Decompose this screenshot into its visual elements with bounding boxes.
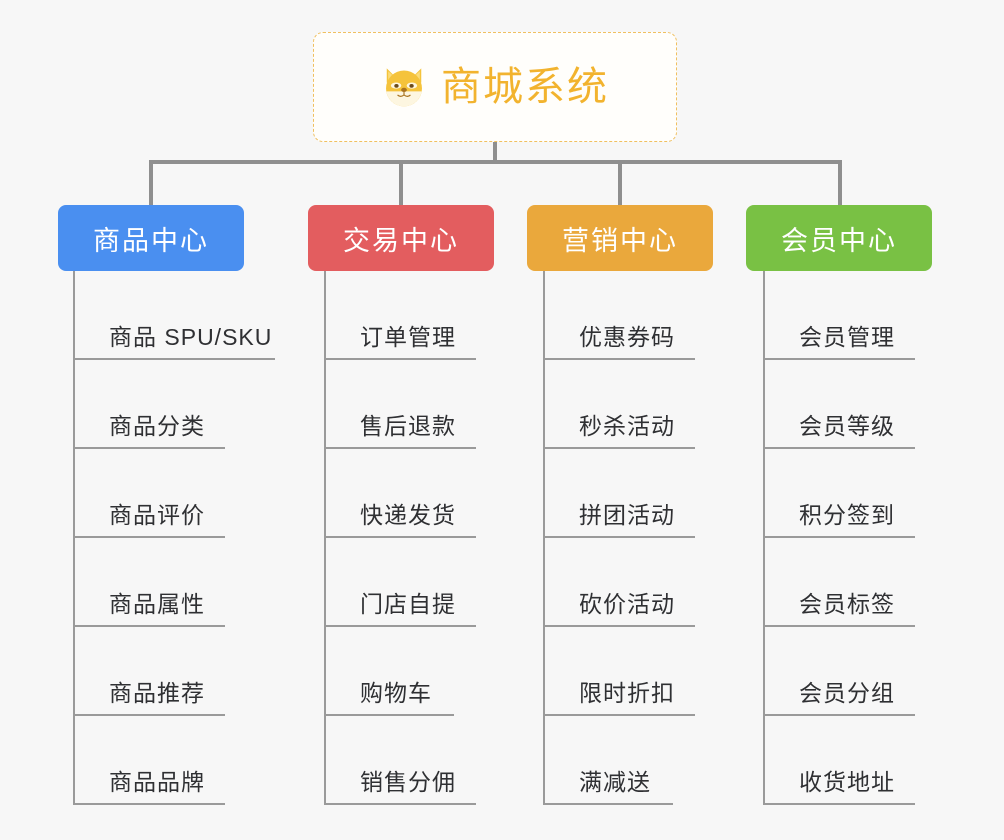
drop-connector-1: [149, 160, 153, 205]
category-box-2[interactable]: 交易中心: [308, 205, 494, 271]
leaf-item[interactable]: 收货地址: [763, 716, 915, 805]
drop-connector-2: [399, 160, 403, 205]
leaf-label: 拼团活动: [579, 502, 675, 528]
leaf-item[interactable]: 秒杀活动: [543, 360, 695, 449]
leaf-item[interactable]: 优惠券码: [543, 271, 695, 360]
leaf-item[interactable]: 砍价活动: [543, 538, 695, 627]
leaf-item[interactable]: 商品属性: [73, 538, 225, 627]
leaf-item[interactable]: 门店自提: [324, 538, 476, 627]
leaf-item[interactable]: 商品推荐: [73, 627, 225, 716]
leaf-label: 门店自提: [360, 591, 456, 617]
leaf-item[interactable]: 商品品牌: [73, 716, 225, 805]
leaf-item[interactable]: 商品 SPU/SKU: [73, 271, 275, 360]
leaf-label: 砍价活动: [579, 591, 675, 617]
leaf-item[interactable]: 售后退款: [324, 360, 476, 449]
leaf-label: 积分签到: [799, 502, 895, 528]
category-label: 营销中心: [562, 225, 678, 256]
leaf-label: 购物车: [360, 680, 432, 706]
drop-connector-3: [618, 160, 622, 205]
root-node[interactable]: 商城系统: [313, 32, 677, 142]
leaf-label: 商品属性: [109, 591, 205, 617]
root-stem-connector: [493, 142, 497, 164]
leaf-label: 快递发货: [360, 502, 456, 528]
column-spine: [73, 271, 75, 805]
leaf-label: 销售分佣: [360, 769, 456, 795]
leaf-item[interactable]: 会员管理: [763, 271, 915, 360]
leaf-label: 商品推荐: [109, 680, 205, 706]
category-label: 交易中心: [343, 225, 459, 256]
leaf-item[interactable]: 销售分佣: [324, 716, 476, 805]
leaf-label: 收货地址: [799, 769, 895, 795]
leaf-item[interactable]: 会员分组: [763, 627, 915, 716]
leaf-item[interactable]: 限时折扣: [543, 627, 695, 716]
leaf-label: 商品 SPU/SKU: [109, 324, 273, 350]
leaf-label: 商品分类: [109, 413, 205, 439]
leaf-item[interactable]: 会员标签: [763, 538, 915, 627]
column-spine: [543, 271, 545, 805]
leaf-label: 会员分组: [799, 680, 895, 706]
leaf-item[interactable]: 积分签到: [763, 449, 915, 538]
bus-connector: [149, 160, 842, 164]
shiba-dog-face-icon: [381, 64, 427, 110]
category-box-3[interactable]: 营销中心: [527, 205, 713, 271]
leaf-label: 会员管理: [799, 324, 895, 350]
category-box-4[interactable]: 会员中心: [746, 205, 932, 271]
leaf-label: 优惠券码: [579, 324, 675, 350]
leaf-label: 会员等级: [799, 413, 895, 439]
leaf-label: 限时折扣: [579, 680, 675, 706]
leaf-item[interactable]: 快递发货: [324, 449, 476, 538]
column-spine: [763, 271, 765, 805]
leaf-item[interactable]: 满减送: [543, 716, 673, 805]
category-label: 会员中心: [781, 225, 897, 256]
leaf-item[interactable]: 商品评价: [73, 449, 225, 538]
root-title: 商城系统: [441, 65, 609, 109]
leaf-label: 订单管理: [360, 324, 456, 350]
leaf-label: 售后退款: [360, 413, 456, 439]
leaf-item[interactable]: 购物车: [324, 627, 454, 716]
leaf-label: 会员标签: [799, 591, 895, 617]
leaf-item[interactable]: 拼团活动: [543, 449, 695, 538]
category-box-1[interactable]: 商品中心: [58, 205, 244, 271]
category-label: 商品中心: [93, 225, 209, 256]
column-spine: [324, 271, 326, 805]
leaf-label: 商品品牌: [109, 769, 205, 795]
leaf-item[interactable]: 会员等级: [763, 360, 915, 449]
leaf-label: 商品评价: [109, 502, 205, 528]
leaf-item[interactable]: 订单管理: [324, 271, 476, 360]
leaf-label: 满减送: [579, 769, 651, 795]
leaf-label: 秒杀活动: [579, 413, 675, 439]
drop-connector-4: [838, 160, 842, 205]
leaf-item[interactable]: 商品分类: [73, 360, 225, 449]
